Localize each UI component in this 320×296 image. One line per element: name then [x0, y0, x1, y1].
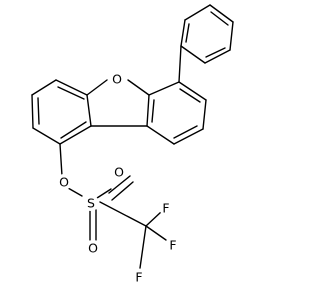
ring-oxygen-atom: O	[109, 71, 125, 87]
fluorine-right-atom: F	[166, 238, 180, 253]
atom-labels: O O S O O F F F	[56, 71, 180, 285]
fluorine-bottom-label: F	[135, 270, 142, 285]
fluorine-top-atom: F	[159, 201, 173, 216]
ester-oxygen-label: O	[59, 175, 69, 190]
fluorine-bottom-atom: F	[132, 270, 146, 285]
sulfonyl-oxygen-bottom-atom: O	[85, 240, 101, 256]
structure-diagram: O O S O O F F F	[31, 4, 234, 285]
fluorine-top-label: F	[162, 201, 169, 216]
sulfur-label: S	[87, 196, 95, 211]
sulfonyl-oxygen-top-label: O	[114, 165, 124, 180]
bond-lines	[31, 4, 234, 269]
ring-oxygen-label: O	[112, 72, 122, 87]
fluorine-right-label: F	[169, 238, 176, 253]
sulfonyl-oxygen-top-atom: O	[111, 164, 127, 180]
sulfonyl-oxygen-bottom-label: O	[88, 241, 98, 256]
sulfur-atom: S	[83, 195, 99, 211]
ester-oxygen-atom: O	[56, 174, 72, 190]
